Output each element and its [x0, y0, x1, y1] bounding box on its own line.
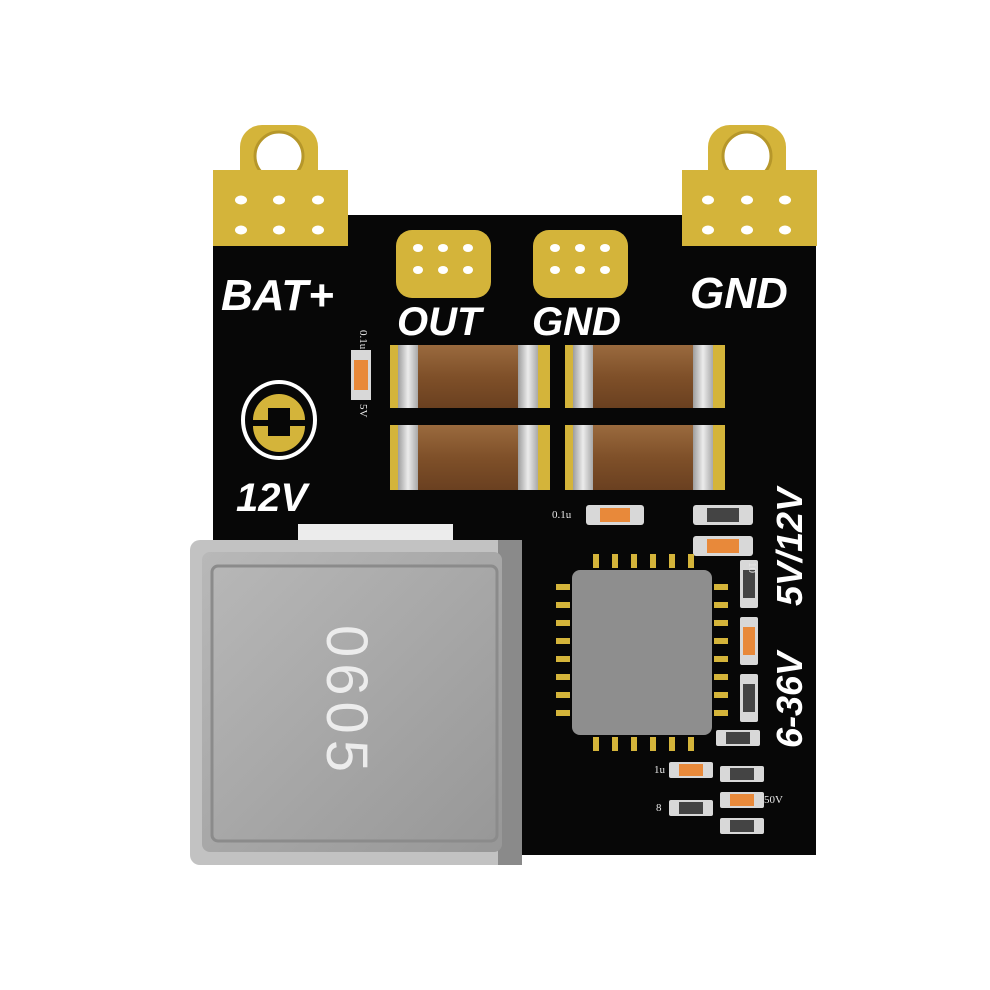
output-voltage-label: 5V/12V [769, 487, 810, 606]
bottom-passives [669, 730, 764, 834]
res-marking-8: 8 [656, 802, 662, 814]
small-cap-right-mid [693, 536, 753, 556]
ceramic-capacitor-4 [565, 425, 725, 490]
bat-plus-label: BAT+ [221, 271, 334, 320]
gnd-small-pad [533, 230, 628, 298]
gnd-big-label: GND [690, 269, 788, 318]
jumper-label: 12V [236, 476, 308, 520]
gnd-terminal [682, 125, 817, 246]
out-label: OUT [397, 300, 482, 344]
power-inductor [190, 524, 522, 865]
cap-marking-5v: 5V [357, 404, 369, 418]
res-marking-10: 10 [746, 562, 758, 573]
gnd-small-label: GND [532, 300, 621, 344]
cap-marking-top: 0.1u [357, 330, 369, 350]
cap-marking-mid: 0.1u [552, 509, 572, 521]
input-voltage-label: 6-36V [769, 651, 810, 748]
ceramic-capacitor-1 [390, 345, 550, 408]
out-pad [396, 230, 491, 298]
decoupling-cap-top [351, 350, 371, 400]
bat-plus-terminal [213, 125, 348, 246]
small-cap-right-top [693, 505, 753, 525]
ceramic-capacitor-2 [565, 345, 725, 408]
cap-marking-50v: 50V [764, 794, 783, 806]
inductor-marking: 0605 [314, 625, 379, 779]
small-cap-mid [586, 505, 644, 525]
cap-marking-1u: 1u [654, 764, 665, 776]
ceramic-capacitor-3 [390, 425, 550, 490]
voltage-jumper [241, 380, 317, 460]
passive-column [740, 560, 758, 722]
controller-ic [556, 554, 728, 751]
